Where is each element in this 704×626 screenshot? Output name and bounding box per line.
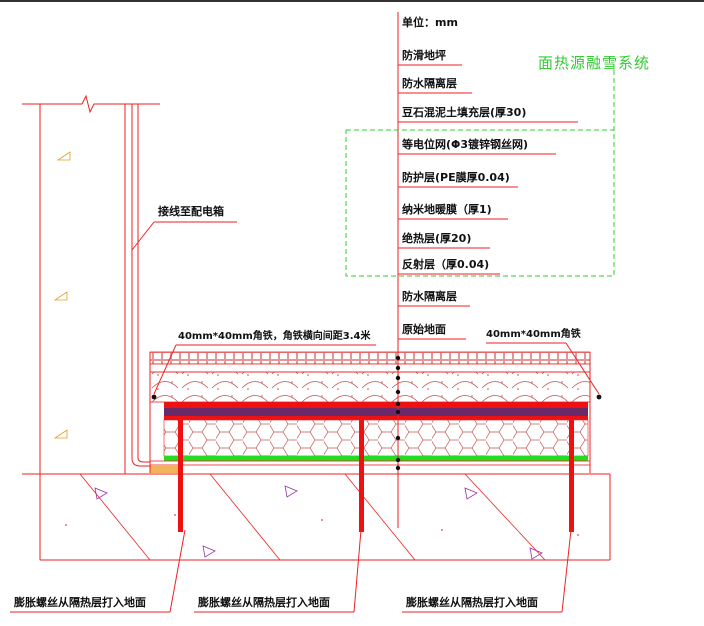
anchor-bolts [178, 420, 574, 532]
conduit [131, 104, 150, 467]
angle-irons [151, 394, 602, 400]
anti-slip-layer [149, 351, 591, 365]
callout-junction-box: 接线至配电箱 [158, 204, 224, 218]
anchor-bolt-3 [569, 420, 574, 532]
layer-label-anti-slip: 防滑地坪 [402, 48, 446, 62]
layer-label-reflective: 反射层（厚0.04) [402, 257, 489, 271]
layer-label-waterproof-top: 防水隔离层 [402, 76, 457, 90]
layer-label-waterproof-bottom: 防水隔离层 [402, 289, 457, 303]
layer-label-insulation: 绝热层(厚20) [402, 231, 471, 245]
angle-iron-left [151, 394, 157, 400]
layer-label-heating-film: 纳米地暖膜（厚1) [402, 202, 492, 216]
anchor-bolt-1 [178, 420, 183, 532]
heating-system-box [345, 70, 615, 277]
waterproof-layer-bottom [149, 460, 591, 466]
wall [22, 94, 160, 475]
original-ground [39, 473, 611, 561]
anchor-label-2: 膨胀螺丝从隔热层打入地面 [197, 595, 330, 609]
callout-angle-iron-spacing: 40mm*40mm角铁，角铁横向间距3.4米 [178, 329, 371, 342]
layer-label-gravel-concrete: 豆石混泥土填充层(厚30) [402, 105, 526, 119]
layer-label-protective-film: 防护层(PE膜厚0.04) [402, 170, 510, 184]
anchor-bolt-2 [359, 420, 364, 532]
system-title: 面热源融雪系统 [538, 54, 650, 72]
heating-film [164, 416, 588, 420]
reflective-layer [164, 456, 588, 461]
leader-line [395, 12, 401, 528]
callout-angle-iron: 40mm*40mm角铁 [486, 327, 581, 340]
layer-labels: 防滑地坪 防水隔离层 豆石混泥土填充层(厚30) 等电位网(Φ3镀锌钢丝网) 防… [398, 48, 578, 340]
insulation-layer [163, 419, 589, 457]
unit-label: 单位：mm [402, 15, 458, 29]
waterproof-layer-top [149, 363, 591, 373]
anchor-label-3: 膨胀螺丝从隔热层打入地面 [405, 595, 538, 609]
layer-label-original-ground: 原始地面 [402, 322, 446, 336]
layer-label-equipotential-mesh: 等电位网(Φ3镀锌钢丝网) [401, 137, 528, 151]
gravel-concrete-layer [149, 371, 591, 403]
anchor-labels: 膨胀螺丝从隔热层打入地面 膨胀螺丝从隔热层打入地面 膨胀螺丝从隔热层打入地面 [10, 529, 572, 613]
base-strip [150, 465, 180, 473]
equipotential-mesh [164, 402, 588, 408]
floor-layers [149, 351, 591, 473]
angle-iron-right [596, 394, 602, 400]
protective-film [164, 408, 588, 416]
callouts: 接线至配电箱 40mm*40mm角铁，角铁横向间距3.4米 40mm*40mm角… [131, 204, 600, 395]
anchor-label-1: 膨胀螺丝从隔热层打入地面 [13, 595, 146, 609]
